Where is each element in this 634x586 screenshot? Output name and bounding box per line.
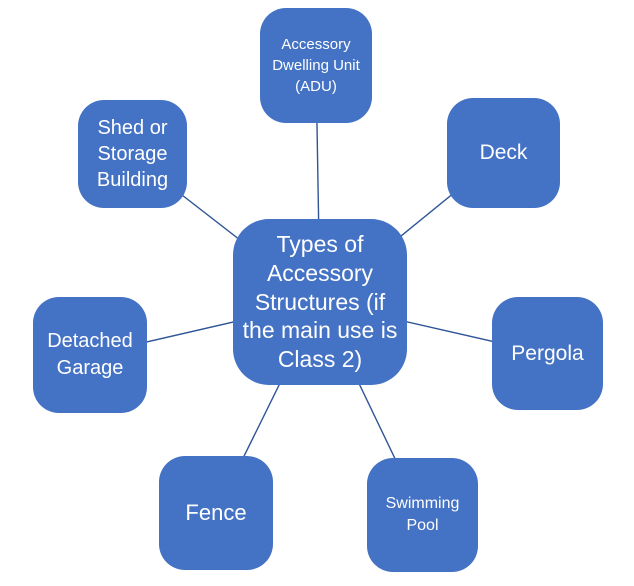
node-pergola[interactable]: Pergola [492,297,603,410]
node-pergola-label: Pergola [511,341,584,365]
node-shed-label: Shed or Storage Building [96,117,169,191]
node-center-types-of-accessory-structures[interactable]: Types of Accessory Structures (if the ma… [233,219,407,385]
node-swimming-pool[interactable]: Swimming Pool [367,458,478,572]
node-detached-garage-label: Detached Garage [47,330,133,379]
node-deck-label: Deck [479,141,528,164]
node-swimming-pool-label: Swimming Pool [385,494,460,534]
node-center-label: Types of Accessory Structures (if the ma… [242,230,398,373]
node-fence-label: Fence [185,500,247,525]
node-shed-or-storage-building[interactable]: Shed or Storage Building [78,100,187,208]
node-adu-label: Accessory Dwelling Unit (ADU) [272,36,360,95]
node-detached-garage[interactable]: Detached Garage [33,297,147,413]
node-fence[interactable]: Fence [159,456,273,570]
node-deck[interactable]: Deck [447,98,560,208]
node-accessory-dwelling-unit[interactable]: Accessory Dwelling Unit (ADU) [260,8,372,123]
